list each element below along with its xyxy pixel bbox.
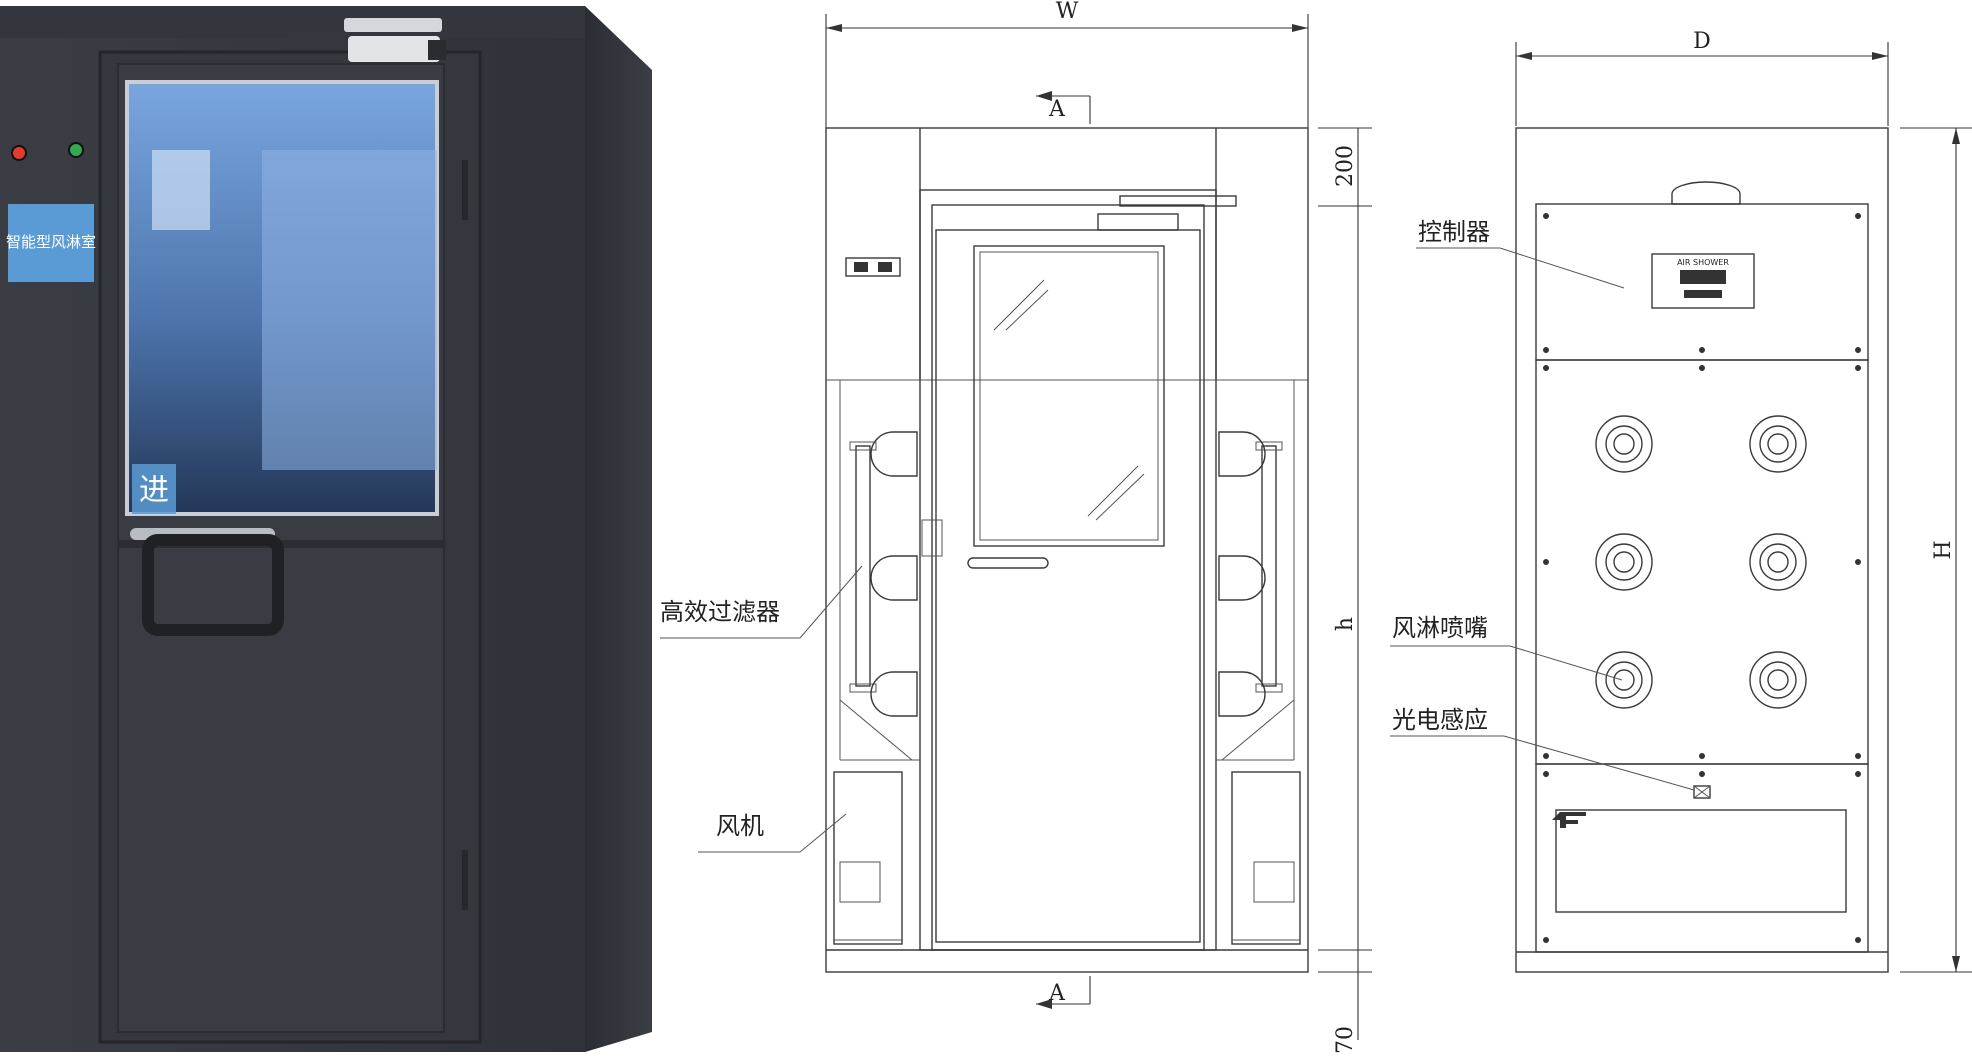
door-handle	[130, 528, 284, 636]
entry-tag-text: 进	[139, 473, 169, 508]
cabinet-side-panel	[585, 6, 652, 1052]
callout-fan: 风机	[716, 812, 764, 840]
depth-label: D	[1693, 29, 1711, 54]
front-view-drawing: W A A	[660, 0, 1372, 1054]
section-label-top: A	[1048, 97, 1066, 122]
air-shower-photo: 智能型风淋室 进	[0, 6, 652, 1052]
side-view-drawing: D AIR SHOWER	[1390, 29, 1972, 973]
section-label-bottom: A	[1048, 981, 1066, 1006]
nozzle-array	[1595, 415, 1807, 709]
green-indicator-lamp	[68, 142, 84, 158]
panel-text: AIR SHOWER	[1677, 258, 1729, 267]
product-sign-text: 智能型风淋室	[6, 233, 96, 251]
callout-nozzle: 风淋喷嘴	[1392, 614, 1488, 642]
callout-filter: 高效过滤器	[660, 598, 780, 626]
height-H-label: H	[1931, 540, 1956, 559]
callout-controller: 控制器	[1418, 218, 1490, 246]
width-label: W	[1056, 0, 1079, 24]
product-sign	[8, 204, 94, 282]
entry-tag	[132, 464, 176, 514]
door-closer	[344, 18, 446, 62]
callout-sensor: 光电感应	[1392, 706, 1488, 734]
bottom-dim-label: 70	[1333, 1026, 1358, 1054]
top-dim-label: 200	[1333, 145, 1358, 187]
height-h-label: h	[1333, 617, 1358, 631]
red-indicator-lamp	[11, 145, 27, 161]
